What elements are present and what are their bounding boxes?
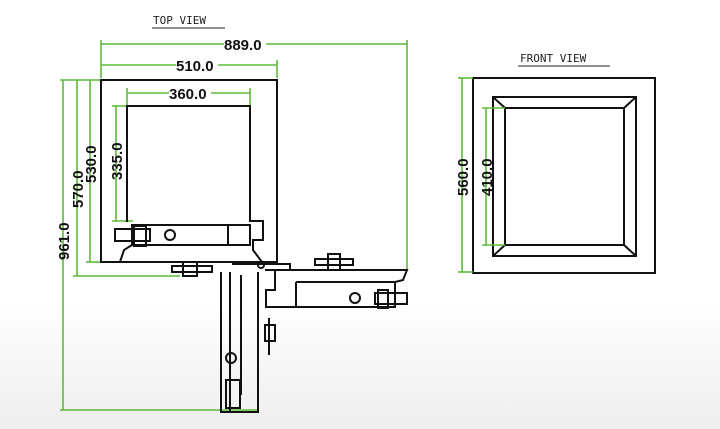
dim-outer-height: 560.0 bbox=[455, 158, 472, 196]
dim-overall-depth: 961.0 bbox=[56, 222, 73, 260]
swing-arm-down bbox=[220, 261, 276, 413]
dim-depth-570: 570.0 bbox=[70, 170, 87, 208]
dim-inner-width: 360.0 bbox=[169, 86, 207, 103]
dim-inner-height: 410.0 bbox=[479, 158, 496, 196]
dim-depth-530: 530.0 bbox=[83, 145, 100, 183]
dim-inner-depth: 335.0 bbox=[109, 142, 126, 180]
top-view-title: TOP VIEW bbox=[153, 14, 206, 27]
swing-arm-right bbox=[232, 253, 409, 309]
dim-overall-width: 889.0 bbox=[224, 37, 262, 54]
cabinet-outline bbox=[100, 79, 278, 277]
front-view: FRONT VIEW 560.0 410.0 bbox=[455, 52, 656, 274]
dim-outer-width: 510.0 bbox=[176, 58, 214, 75]
top-view: TOP VIEW 889.0 510.0 3 bbox=[56, 14, 409, 413]
front-view-title: FRONT VIEW bbox=[520, 52, 587, 65]
